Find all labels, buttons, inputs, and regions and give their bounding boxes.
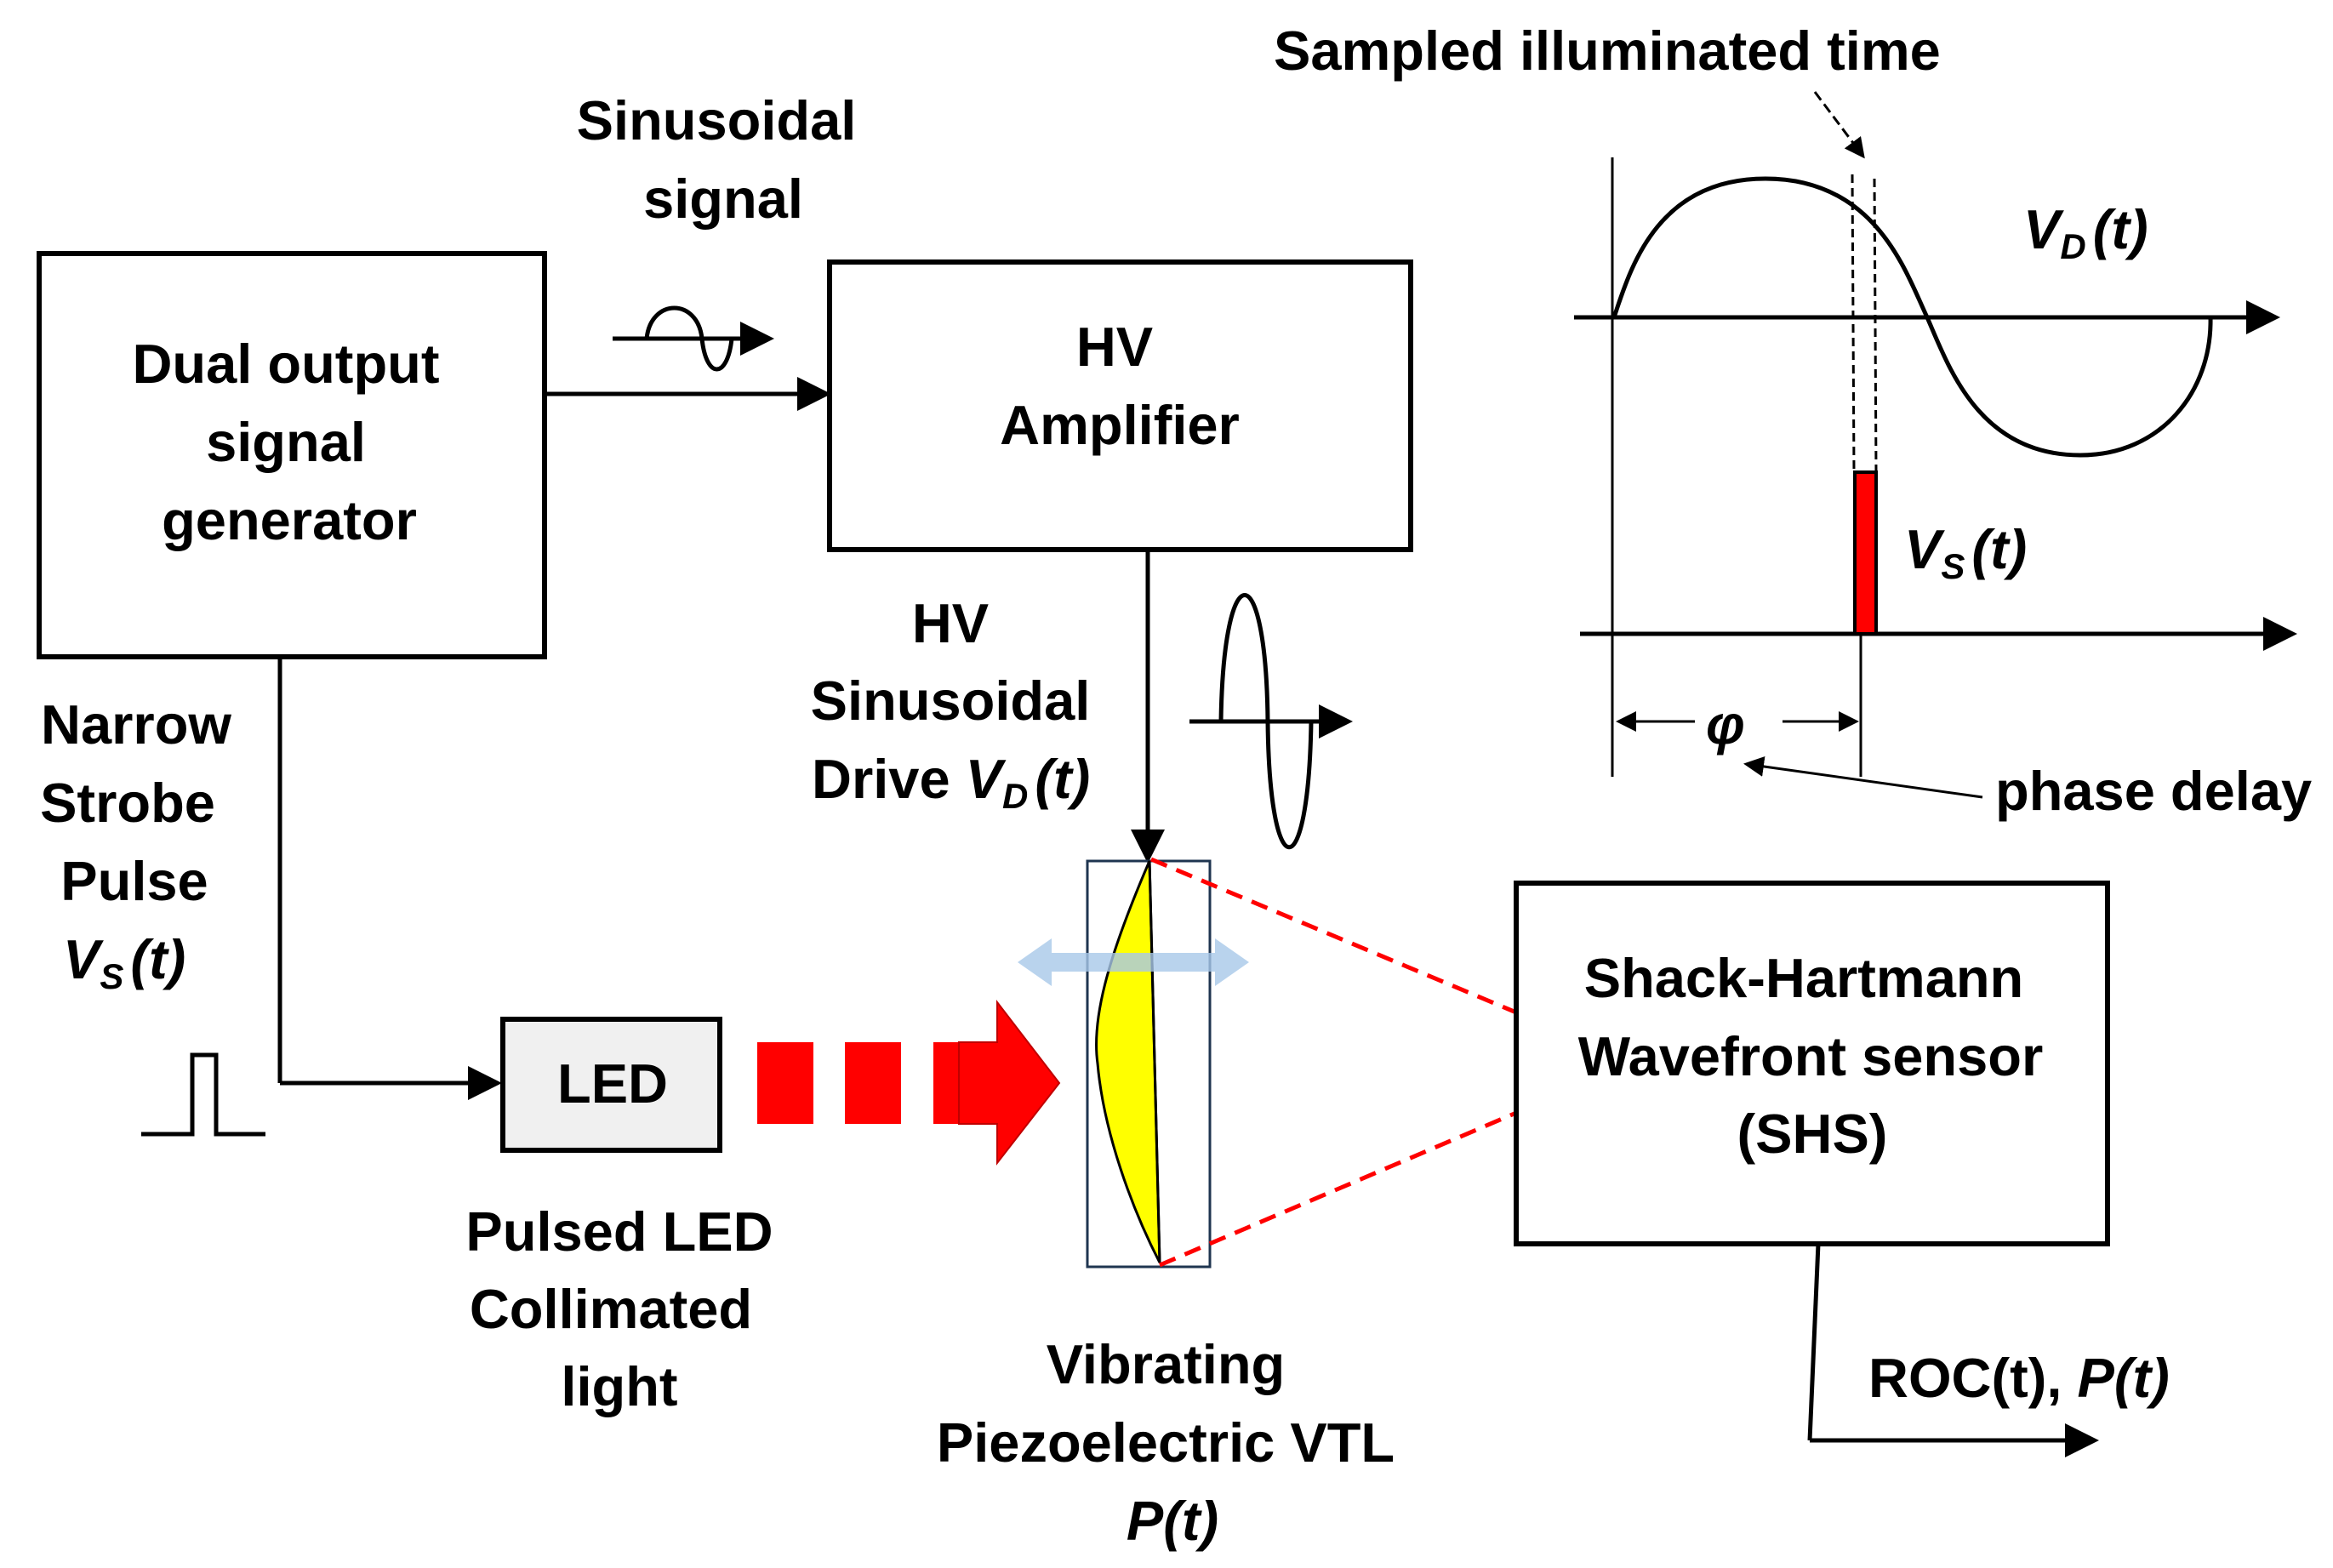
strobe-label-line-2: Strobe [40,772,215,834]
sinusoidal-signal-label-line-1: Sinusoidal [577,89,857,151]
phase-delay-label: phase delay [1995,760,2312,822]
led-label: LED [557,1052,668,1115]
pulse-waveform-icon [141,1052,265,1137]
sampled-time-label: Sampled illuminated time [1274,20,1941,82]
timing-diagram: Sampled illuminated time VD(t) VS(t) φ p… [1274,20,2312,822]
shs-output-line [1807,1243,1821,1441]
vd-waveform [1611,176,2213,458]
vibrating-lens [1086,859,1212,1269]
sinusoidal-signal-label-line-2: signal [643,168,803,230]
strobe-pulse-bar [1853,470,1878,636]
vtl-label-line-2: Piezoelectric VTL [937,1411,1395,1474]
amplifier-label-line-2: Amplifier [1000,394,1240,456]
hv-drive-label-line-3: Drive VD(t) [812,748,1090,816]
projection-line-top [1150,857,1517,1015]
generator-label-line-1: Dual output [132,333,439,395]
phi-symbol: φ [1706,693,1745,755]
roc-output-label: ROC(t), P(t) [1868,1347,2170,1409]
shs-label-line-1: Shack-Hartmann [1584,947,2024,1009]
pulsed-led-label-line-2: Collimated [470,1278,752,1340]
hv-drive-label-line-2: Sinusoidal [811,670,1091,732]
strobe-label-vs: VS(t) [63,928,185,996]
shs-label-line-3: (SHS) [1737,1103,1888,1165]
strobe-label-line-1: Narrow [41,693,231,755]
signal-generator-block: Dual output signal generator [37,251,547,659]
vtl-label-line-1: Vibrating [1047,1333,1286,1395]
amplifier-label-line-1: HV [1076,316,1153,378]
small-sine-wave-icon [613,305,774,372]
vs-label: VS(t) [1904,518,2027,586]
hv-amplifier-block: HV Amplifier [827,259,1413,552]
sampled-time-pointer [1813,91,1865,159]
pulsed-led-label-line-3: light [561,1355,677,1417]
vd-label: VD(t) [2023,198,2148,266]
phase-delay-pointer [1743,756,1983,799]
strobe-label-line-3: Pulse [60,850,208,912]
shs-label-line-2: Wavefront sensor [1578,1025,2044,1087]
projection-line-bottom [1159,1110,1517,1268]
led-block: LED [500,1017,722,1153]
generator-label-line-3: generator [162,489,417,551]
hv-drive-label-line-1: HV [912,592,989,654]
led-beam-arrow [757,1000,1061,1166]
generator-label-line-2: signal [206,411,366,473]
shs-block: Shack-Hartmann Wavefront sensor (SHS) [1514,881,2110,1246]
large-sine-wave-icon [1189,593,1353,849]
vtl-label-line-3: P(t) [1127,1490,1218,1552]
pulsed-led-label-line-1: Pulsed LED [465,1200,773,1263]
vibration-double-arrow [1018,938,1249,986]
